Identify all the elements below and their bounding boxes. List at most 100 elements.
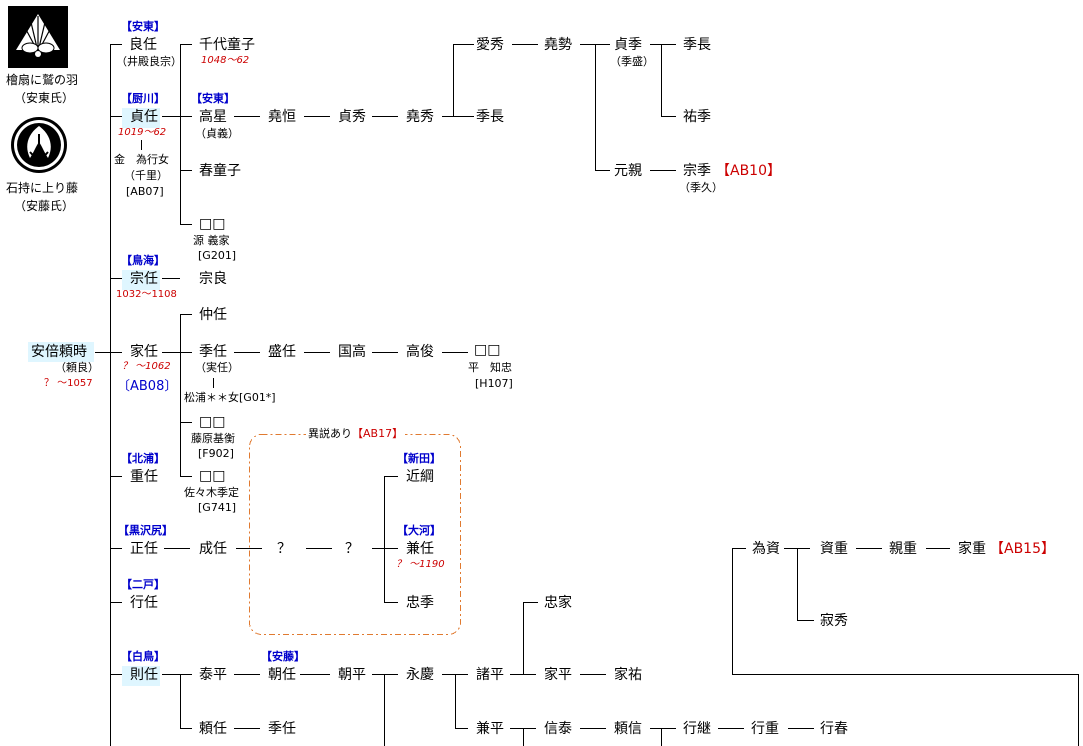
ref-code: 〔AB08〕	[117, 379, 178, 394]
spouse: 金 為行女	[114, 153, 169, 166]
person-kanehira: 兼平	[476, 721, 504, 737]
person-chuto: 仲任	[199, 307, 227, 323]
person-iesuke: 家祐	[614, 667, 642, 683]
ref-code: [H107]	[475, 377, 513, 390]
spouse: 源 義家	[193, 234, 230, 247]
person-nobuyasu: 信泰	[544, 721, 572, 737]
person-jakushu: 寂秀	[820, 613, 848, 629]
alt-name: （実任）	[195, 361, 239, 374]
person-suenaga: 季長	[476, 109, 504, 125]
clan-tag: 【安藤】	[261, 650, 305, 663]
lifespan: 1019～62	[118, 127, 167, 138]
person-chiyodoji: 千代童子	[199, 37, 255, 53]
crest-clan: （安東氏）	[14, 91, 75, 105]
person-suenaga: 季長	[683, 37, 711, 53]
alt-name: （井殿良宗）	[116, 55, 182, 68]
person-takatoshi: 高俊	[406, 344, 434, 360]
clan-tag: 【大河】	[397, 524, 441, 537]
clan-tag: 【新田】	[397, 452, 441, 465]
clan-tag: 【鳥海】	[121, 254, 165, 267]
alt-name: （季久）	[679, 181, 723, 194]
person-tadasue: 忠季	[406, 595, 434, 611]
highlight-sadato	[122, 108, 160, 128]
crest-label: 檜扇に鷲の羽	[6, 73, 79, 87]
person-ieto: 家任	[130, 344, 158, 360]
person-takasei: 堯勢	[544, 37, 572, 53]
person-norito: 則任	[130, 667, 158, 683]
lifespan: ？ ～1190	[396, 559, 445, 570]
person-tomohira: 朝平	[338, 667, 366, 683]
person-sukeshige: 資重	[820, 541, 848, 557]
person-yorinobu: 頼信	[614, 721, 642, 737]
person-yukiharu: 行春	[820, 721, 848, 737]
unknown-person: □□	[199, 414, 226, 430]
lifespan: 1048～62	[201, 55, 250, 66]
ref-code: [F902]	[198, 447, 234, 460]
alt-theory-note: 異説あり	[308, 427, 352, 440]
ref-code: [AB07]	[126, 185, 164, 198]
person-takahide: 堯秀	[406, 109, 434, 125]
person-sadahide: 貞秀	[338, 109, 366, 125]
person-sosho: 宗良	[199, 271, 227, 287]
unknown-person: □□	[199, 216, 226, 232]
person-yusue: 祐季	[683, 109, 711, 125]
person-yukitsugu: 行継	[683, 721, 711, 737]
person-moritou: 盛任	[268, 344, 296, 360]
unknown-person: □□	[199, 468, 226, 484]
spouse: 佐々木季定	[184, 486, 239, 499]
person-harudoji: 春童子	[199, 163, 241, 179]
ref-code: [G201]	[198, 249, 237, 262]
person-chikashige: 親重	[889, 541, 917, 557]
person-muneto: 宗任	[130, 271, 158, 287]
person-sadasue: 貞季	[614, 37, 642, 53]
person-tomoto: 朝任	[268, 667, 296, 683]
person-kunitaka: 国高	[338, 344, 366, 360]
ref-code: 【AB17】	[352, 427, 404, 440]
person-ieshige: 家重	[958, 541, 986, 557]
highlight-yoritoki	[28, 342, 94, 362]
person-yoritoki: 安倍頼時	[31, 344, 87, 360]
person-eikei: 永慶	[406, 667, 434, 683]
person-shigeto: 重任	[130, 469, 158, 485]
person-iehira: 家平	[544, 667, 572, 683]
spouse: 松浦＊＊女[G01*]	[184, 391, 276, 404]
person-kaneto: 兼任	[406, 541, 434, 557]
crest-label: 石持に上り藤	[6, 181, 79, 195]
person-tamesuke: 為資	[752, 541, 780, 557]
spouse: 平 知忠	[468, 361, 512, 374]
ref-code: 【AB10】	[716, 163, 781, 179]
unknown-ancestor: ？	[277, 541, 291, 557]
person-yasuhira: 泰平	[199, 667, 227, 683]
crest-clan: （安藤氏）	[14, 199, 75, 213]
clan-tag: 【安東】	[191, 92, 235, 105]
ref-code: 【AB15】	[990, 541, 1055, 557]
clan-tag: 【黒沢尻】	[118, 524, 173, 537]
alt-name: （千里）	[124, 169, 168, 182]
unknown-ancestor: ？	[345, 541, 359, 557]
person-tadaie: 忠家	[544, 595, 572, 611]
person-nariyoshi: 成任	[199, 541, 227, 557]
wisteria-crest-icon	[10, 116, 68, 174]
alt-name: （貞義）	[195, 127, 239, 140]
person-chikatsuna: 近綱	[406, 469, 434, 485]
person-masato: 正任	[130, 541, 158, 557]
person-takatsune: 堯恒	[268, 109, 296, 125]
person-sueto: 季任	[199, 344, 227, 360]
person-yoshito: 良任	[129, 37, 157, 53]
lifespan: 1032～1108	[116, 289, 177, 300]
person-yorito: 頼任	[199, 721, 227, 737]
clan-tag: 【安東】	[121, 20, 165, 33]
highlight-norito	[122, 666, 160, 686]
person-motochika: 元親	[614, 163, 642, 179]
clan-tag: 【二戸】	[121, 578, 165, 591]
person-aihide: 愛秀	[476, 37, 504, 53]
clan-tag: 【北浦】	[121, 452, 165, 465]
ref-code: [G741]	[198, 501, 237, 514]
person-morohira: 諸平	[476, 667, 504, 683]
alt-name: （頼良）	[55, 361, 99, 374]
person-yukishige: 行重	[751, 721, 779, 737]
person-sueto2: 季任	[268, 721, 296, 737]
clan-tag: 【白鳥】	[121, 650, 165, 663]
person-sadato: 貞任	[130, 109, 158, 125]
